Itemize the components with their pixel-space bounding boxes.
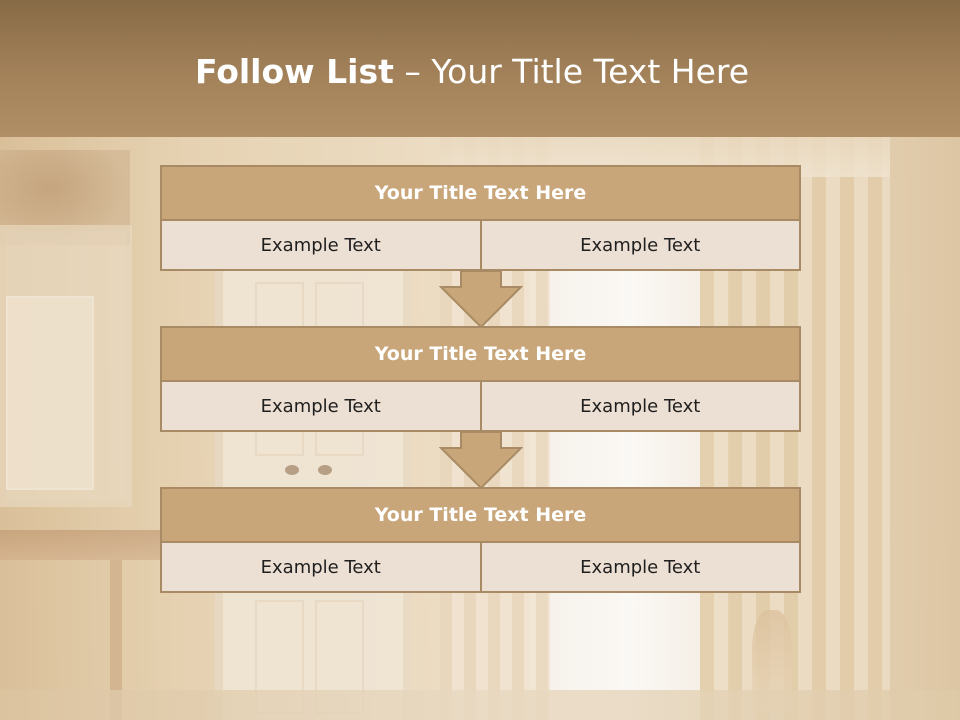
title-bold: Follow List [194, 52, 394, 91]
step-cell-right: Example Text [481, 382, 801, 432]
slide-title: Follow List – Your Title Text Here [0, 52, 944, 91]
floor [0, 690, 960, 720]
door-knob [285, 465, 299, 475]
step-row: Example Text Example Text [160, 221, 801, 271]
step-cell-left: Example Text [160, 543, 482, 593]
step-row: Example Text Example Text [160, 382, 801, 432]
step-cell-left: Example Text [160, 382, 482, 432]
title-band: Follow List – Your Title Text Here [0, 0, 960, 137]
step-heading: Your Title Text Here [160, 326, 801, 382]
down-arrow-icon [439, 432, 523, 490]
window [530, 230, 730, 720]
step-block-2: Your Title Text Here Example Text Exampl… [160, 326, 801, 432]
door-knob [318, 465, 332, 475]
step-cell-left: Example Text [160, 221, 482, 271]
down-arrow-icon [439, 271, 523, 329]
step-heading: Your Title Text Here [160, 487, 801, 543]
step-block-1: Your Title Text Here Example Text Exampl… [160, 165, 801, 271]
title-rest: – Your Title Text Here [393, 52, 750, 91]
mirror-reflection [6, 296, 94, 490]
table-leg [110, 560, 122, 720]
step-heading: Your Title Text Here [160, 165, 801, 221]
step-cell-right: Example Text [481, 543, 801, 593]
step-block-3: Your Title Text Here Example Text Exampl… [160, 487, 801, 593]
step-cell-right: Example Text [481, 221, 801, 271]
side-table [0, 530, 160, 560]
step-row: Example Text Example Text [160, 543, 801, 593]
